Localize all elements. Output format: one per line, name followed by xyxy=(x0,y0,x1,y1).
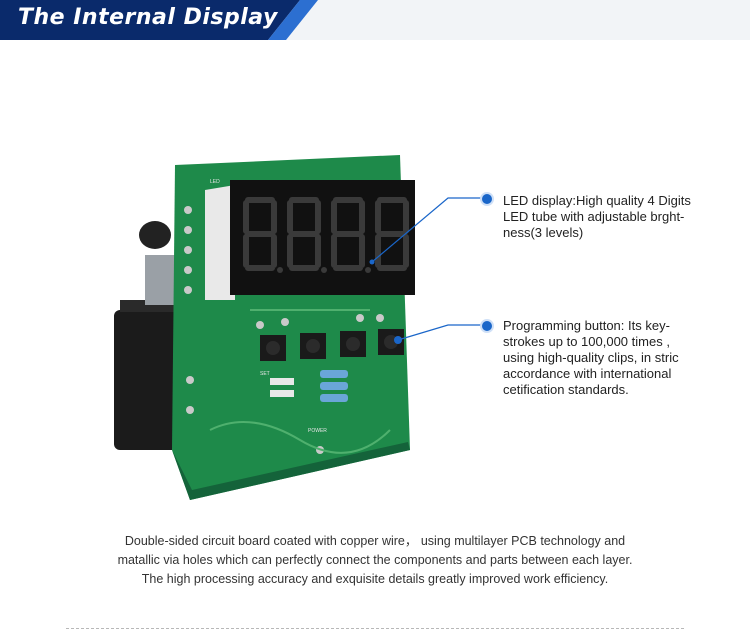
regulator-tab xyxy=(145,255,175,305)
programming-buttons xyxy=(260,329,404,361)
callout-line: using high-quality clips, in stric xyxy=(503,350,679,365)
callout-line: LED display:High quality 4 Digits xyxy=(503,193,691,208)
svg-text:LED: LED xyxy=(210,179,220,185)
svg-text:POWER: POWER xyxy=(308,428,327,434)
caption-line: Double-sided circuit board coated with c… xyxy=(124,534,626,548)
callout-dot-led xyxy=(480,192,494,206)
caption-line: The high processing accuracy and exquisi… xyxy=(141,572,609,586)
description-caption: Double-sided circuit board coated with c… xyxy=(60,532,690,589)
callout-line: accordance with international xyxy=(503,366,672,381)
caption-line: matallic via holes which can perfectly c… xyxy=(117,553,633,567)
callout-line: ness(3 levels) xyxy=(503,225,584,240)
footer-divider xyxy=(66,628,684,629)
callout-line: Programming button: Its key- xyxy=(503,318,670,333)
callout-line: strokes up to 100,000 times , xyxy=(503,334,670,349)
svg-text:SET: SET xyxy=(260,371,270,377)
callout-line: LED tube with adjustable brght- xyxy=(503,209,685,224)
circuit-board-image: POWER SET LED xyxy=(114,155,415,500)
header-banner xyxy=(0,0,750,40)
relay-block xyxy=(114,310,184,450)
callout-line: cetification standards. xyxy=(503,382,629,397)
callout-led-display: LED display:High quality 4 Digits LED tu… xyxy=(503,193,733,241)
potentiometer-knob xyxy=(139,221,171,249)
callout-dot-button xyxy=(480,319,494,333)
callout-programming-button: Programming button: Its key- strokes up … xyxy=(503,318,733,398)
page-title: The Internal Display xyxy=(18,5,278,30)
